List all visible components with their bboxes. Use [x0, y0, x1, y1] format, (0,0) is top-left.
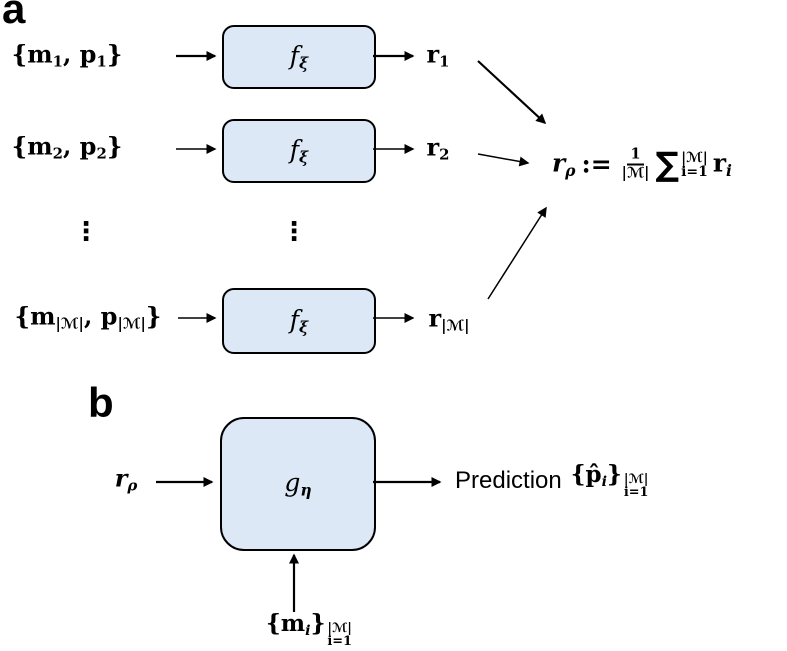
panel-a-label: a [2, 0, 26, 32]
brace: { [11, 39, 28, 69]
fraction-denominator: |ℳ| [621, 164, 650, 181]
brace: { [570, 461, 586, 489]
brace: } [145, 301, 162, 331]
r-symbol: r [426, 132, 440, 162]
prediction-output-label: Prediction {p̂i}|ℳ|i=1 [455, 463, 648, 499]
f-symbol: f [289, 305, 300, 335]
arrow-r2-to-aggregate [477, 153, 530, 167]
xi-subscript: ξ [299, 317, 309, 337]
encoder-function-label: fξ [290, 307, 308, 335]
brace: } [607, 461, 622, 489]
m-symbol: m [27, 131, 53, 161]
brace: { [266, 610, 281, 638]
rho-subscript: ρ [565, 160, 576, 180]
p-symbol: p [100, 301, 118, 331]
brace: } [106, 131, 123, 161]
r-subscript: |ℳ| [441, 316, 470, 335]
brace: { [11, 131, 28, 161]
comma: , [62, 131, 80, 161]
fraction-numerator: 1 [627, 147, 644, 165]
r-symbol: r [552, 148, 566, 178]
encoder-function-label: fξ [290, 43, 308, 71]
m-subscript: |ℳ| [55, 314, 84, 333]
encoder-box-2: fξ [222, 119, 376, 183]
m-subscript: 1 [52, 52, 63, 71]
encoder-input-label-1: {m1, p1} [12, 42, 123, 69]
p-symbol: p [79, 131, 97, 161]
lower-limit: i=1 [623, 484, 649, 500]
summation-lower-limit: i=1 [681, 163, 708, 180]
r-symbol: r [114, 463, 128, 493]
encoder-box-3: fξ [222, 288, 376, 354]
brace: { [14, 301, 31, 331]
lower-limit: i=1 [327, 633, 352, 649]
set-limits: |ℳ|i=1 [623, 471, 649, 500]
i-subscript: i [601, 474, 608, 491]
aggregate-representation-formula: rρ := 1 |ℳ| ∑ |ℳ| i=1 ri [552, 144, 732, 184]
summation-upper-limit: |ℳ| [681, 149, 708, 166]
brace: } [310, 610, 326, 638]
prediction-set-notation: {p̂i}|ℳ|i=1 [571, 463, 649, 499]
fraction-one-over-M: 1 |ℳ| [621, 147, 650, 181]
summation-symbol: ∑ [655, 144, 680, 184]
arrow-rM-to-aggregate [487, 206, 547, 300]
vertical-ellipsis-left: ⋮ [73, 217, 99, 247]
f-symbol: f [289, 41, 300, 71]
eta-subscript: η [300, 480, 312, 500]
prediction-word: Prediction [455, 467, 562, 494]
upper-limit: |ℳ| [327, 620, 352, 636]
arrow-r1-to-aggregate [477, 60, 547, 125]
m-symbol: m [27, 39, 53, 69]
encoder-input-label-3: {m|ℳ|, p|ℳ|} [15, 304, 162, 331]
p-subscript: |ℳ| [117, 314, 146, 333]
representation-label-3: r|ℳ| [428, 306, 469, 333]
p-subscript: 1 [96, 52, 107, 71]
decoder-input-label: rρ [115, 466, 138, 493]
r-subscript: 1 [439, 52, 450, 71]
r-rho: rρ [552, 150, 575, 178]
context-set-label: {mi}|ℳ|i=1 [266, 612, 352, 648]
i-subscript: i [726, 160, 732, 180]
set-limits: |ℳ|i=1 [327, 620, 352, 649]
comma: , [62, 39, 80, 69]
g-symbol: g [284, 468, 301, 498]
xi-subscript: ξ [299, 53, 309, 73]
encoder-input-label-2: {m2, p2} [12, 134, 123, 161]
assign-operator: := [581, 149, 612, 179]
panel-b-label: b [88, 379, 114, 426]
r-symbol: r [712, 148, 727, 178]
encoder-function-label: fξ [290, 137, 308, 165]
m-subscript: 2 [52, 144, 63, 163]
m-symbol: m [280, 610, 306, 638]
r-subscript: 2 [439, 145, 450, 164]
representation-label-2: r2 [426, 135, 449, 162]
rho-subscript: ρ [127, 476, 138, 495]
p-symbol: p [79, 39, 97, 69]
f-symbol: f [289, 135, 300, 165]
p-hat-symbol: p̂ [585, 461, 602, 489]
upper-limit: |ℳ| [623, 471, 649, 487]
r-symbol: r [428, 303, 442, 333]
comma: , [83, 301, 101, 331]
summation-limits: |ℳ| i=1 [681, 151, 708, 179]
vertical-ellipsis-middle: ⋮ [281, 217, 307, 247]
p-subscript: 2 [96, 144, 107, 163]
brace: } [106, 39, 123, 69]
i-subscript: i [305, 623, 311, 640]
xi-subscript: ξ [299, 147, 309, 167]
r-i: ri [713, 150, 732, 178]
representation-label-1: r1 [426, 42, 449, 69]
m-symbol: m [30, 301, 56, 331]
decoder-function-label: gη [284, 470, 311, 498]
decoder-box: gη [220, 417, 376, 551]
r-symbol: r [426, 39, 440, 69]
